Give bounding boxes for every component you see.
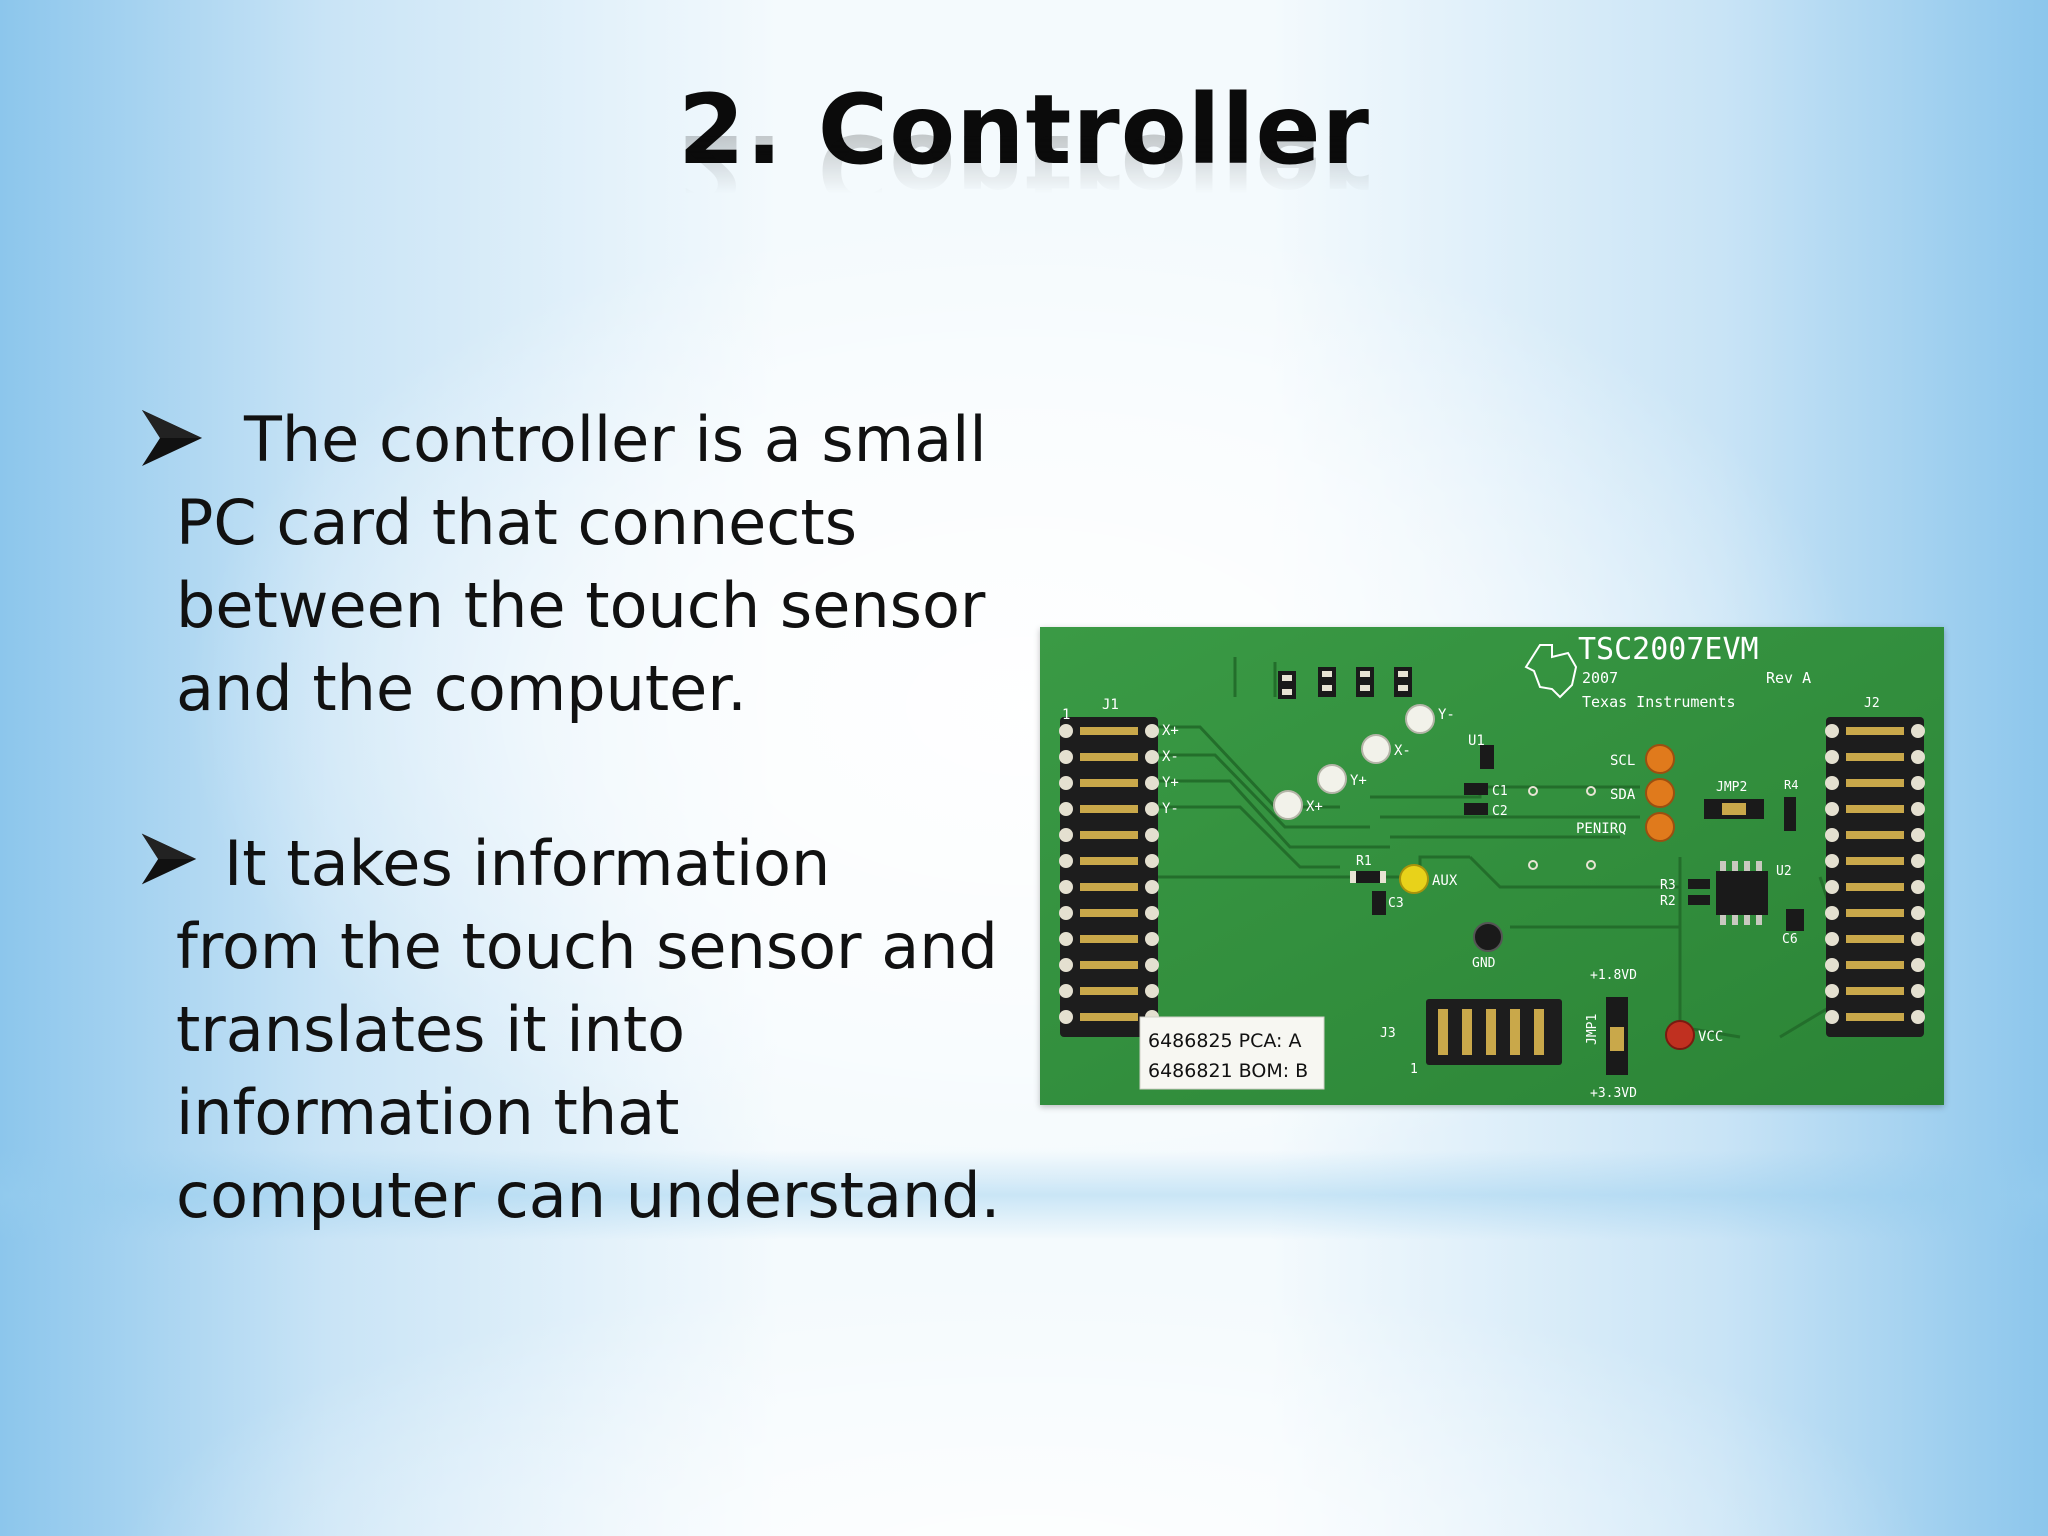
board-label: C3 [1388, 896, 1404, 911]
board-label: X- [1162, 749, 1179, 765]
board-label: Y+ [1350, 773, 1367, 789]
board-label: U2 [1776, 864, 1792, 879]
connector-j2 [1825, 717, 1925, 1037]
board-sticker-line: 6486825 PCA: A [1148, 1030, 1301, 1052]
board-label: X+ [1306, 799, 1323, 815]
board-label: J1 [1102, 697, 1119, 713]
arrow-bullet-icon [140, 822, 210, 905]
board-label: X+ [1162, 723, 1179, 739]
board-label: JMP2 [1716, 780, 1747, 795]
bullet-line: between the touch sensor [176, 569, 986, 642]
bullet-line: translates it into [176, 993, 686, 1066]
board-label: Y+ [1162, 775, 1179, 791]
board-label: +1.8VD [1590, 968, 1637, 983]
board-label: PENIRQ [1576, 821, 1627, 837]
board-label: R4 [1784, 778, 1798, 792]
board-label: JMP1 [1585, 1014, 1600, 1045]
arrow-bullet-icon [140, 398, 210, 481]
bullet-line: PC card that connects [176, 486, 858, 559]
controller-board-image: J1 1 X+ X- Y+ Y- [1040, 627, 1944, 1105]
bullet-line: from the touch sensor and [176, 910, 998, 983]
connector-j1 [1059, 717, 1159, 1037]
board-label: R2 [1660, 894, 1676, 909]
board-label: +3.3VD [1590, 1086, 1637, 1101]
bullet-line: and the computer. [176, 652, 747, 725]
bullet-list: The controller is a small PC card that c… [138, 398, 1038, 1237]
board-model: TSC2007EVM [1578, 632, 1759, 667]
board-year: 2007 [1582, 669, 1618, 687]
bullet-line: computer can understand. [176, 1159, 1001, 1232]
board-label: Y- [1162, 801, 1179, 817]
background-band [0, 1150, 2048, 1240]
board-rev: Rev A [1766, 669, 1811, 687]
board-label: SCL [1610, 753, 1635, 769]
board-label: AUX [1432, 873, 1458, 889]
board-label: C2 [1492, 804, 1508, 819]
board-label: J3 [1380, 1026, 1396, 1041]
board-label: Y- [1438, 707, 1455, 723]
ti-logo-icon [1524, 644, 1578, 699]
board-label: J2 [1864, 696, 1880, 711]
board-maker: Texas Instruments [1582, 693, 1736, 711]
board-label: VCC [1698, 1029, 1723, 1045]
board-label: GND [1472, 956, 1496, 971]
bullet-item: It takes information from the touch sens… [138, 822, 1036, 1237]
board-label: 1 [1062, 707, 1070, 723]
bullet-line: The controller is a small [244, 403, 987, 476]
board-label: X- [1394, 743, 1411, 759]
slide-title: 2. Controller [678, 74, 1370, 186]
board-label: C1 [1492, 784, 1508, 799]
board-label: SDA [1610, 787, 1636, 803]
board-sticker-line: 6486821 BOM: B [1148, 1060, 1308, 1082]
bullet-line: information that [176, 1076, 680, 1149]
bullet-item: The controller is a small PC card that c… [138, 398, 1036, 730]
board-label: R3 [1660, 878, 1676, 893]
board-label: U1 [1468, 733, 1485, 749]
board-label: R1 [1356, 854, 1372, 869]
bullet-line: It takes information [224, 827, 831, 900]
board-label: C6 [1782, 932, 1798, 947]
board-label: 1 [1410, 1062, 1418, 1077]
